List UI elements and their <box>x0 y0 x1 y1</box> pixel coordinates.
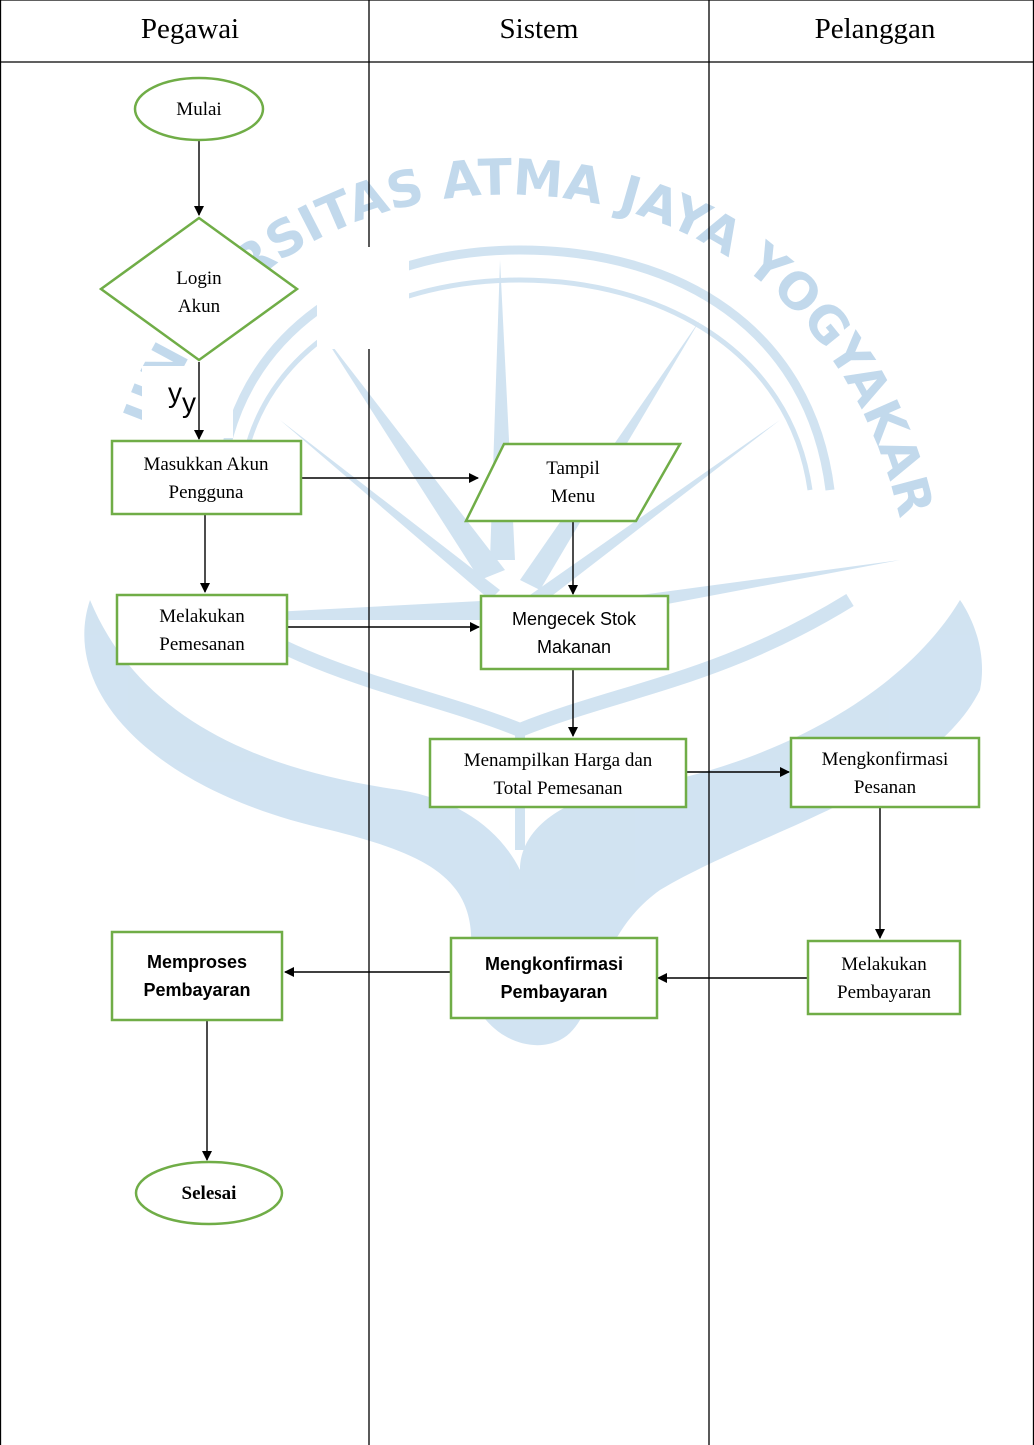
check-stock-label-line: Makanan <box>537 637 611 657</box>
svg-text:Mulai: Mulai <box>176 99 221 120</box>
confirm-order-label-line: Pesanan <box>854 777 917 798</box>
show-menu-label-line: Tampil <box>546 458 600 479</box>
confirm-order-label-line: Mengkonfirmasi <box>822 749 949 770</box>
lane-header-sistem: Sistem <box>500 13 579 45</box>
input-account-label-line: Pengguna <box>169 482 245 503</box>
check-stock-label-line: Mengecek Stok <box>512 609 637 629</box>
flow-connectors <box>194 140 885 1161</box>
show-price-label-line: Total Pemesanan <box>494 778 623 799</box>
system-confirm-pay-label-line: Mengkonfirmasi <box>485 954 623 974</box>
customer-pay-label-line: Pembayaran <box>837 982 931 1003</box>
start-label-line: Mulai <box>176 99 221 120</box>
system-confirm-pay-label-line: Pembayaran <box>500 982 607 1002</box>
yes-label-text: y <box>168 377 182 408</box>
yes-label: yy <box>168 377 196 418</box>
input-account-label-line: Masukkan Akun <box>143 454 269 475</box>
lane-header-pelanggan: Pelanggan <box>815 13 936 45</box>
process-pay-label-line: Memproses <box>147 952 247 972</box>
yes-label-text-sub: y <box>182 387 196 418</box>
login-label-line: Login <box>176 268 222 289</box>
login-label-line: Akun <box>178 296 221 317</box>
customer-pay-label-line: Melakukan <box>841 954 927 975</box>
show-price-label-line: Menampilkan Harga dan <box>464 750 653 771</box>
lane-header-pegawai: Pegawai <box>141 13 239 45</box>
order-label-line: Melakukan <box>159 606 245 627</box>
university-seal-watermark: UNIVERSITAS ATMA JAYA YOGYAKARTA <box>0 0 983 1046</box>
show-menu-label-line: Menu <box>551 486 596 507</box>
svg-text:yy: yy <box>168 377 196 418</box>
svg-text:Selesai: Selesai <box>182 1183 237 1204</box>
process-pay-label-line: Pembayaran <box>143 980 250 1000</box>
end-label-line: Selesai <box>182 1183 237 1204</box>
start-node: Mulai <box>133 76 265 142</box>
end-node: Selesai <box>134 1160 284 1226</box>
order-label-line: Pemesanan <box>159 634 245 655</box>
blank-box <box>317 247 409 349</box>
yes-label-box <box>142 366 233 438</box>
